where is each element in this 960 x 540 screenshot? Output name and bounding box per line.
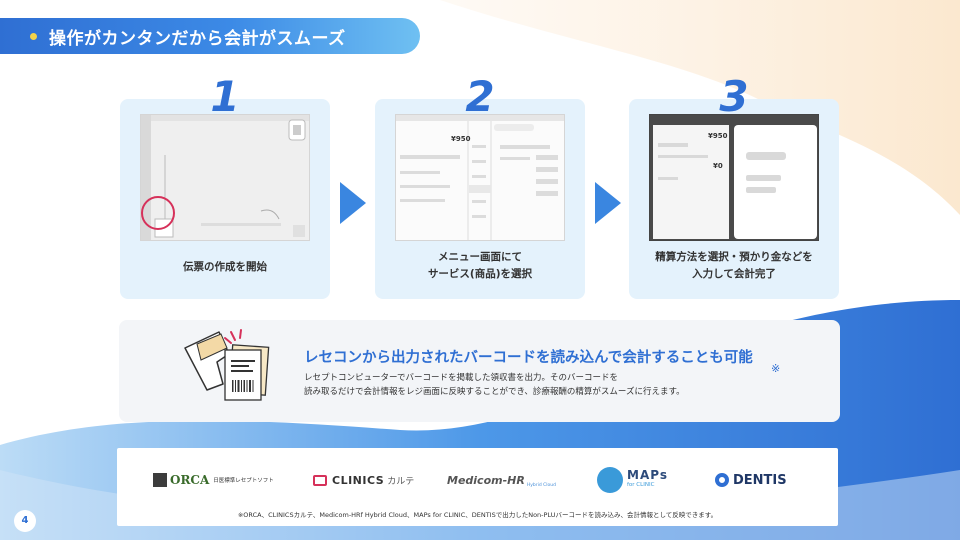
- step-2-number: 2: [465, 72, 495, 121]
- step-2-line-2: サービス(商品)を選択: [427, 268, 533, 280]
- page-number: 4: [14, 510, 36, 532]
- step-3-amount-mid: ¥0: [713, 162, 723, 170]
- arrow-right-icon-2: [595, 182, 621, 224]
- clinics-logo: CLINICS カルテ: [313, 468, 414, 492]
- step-2-line-1: メニュー画面にて: [438, 251, 522, 263]
- partner-footnote: ※ORCA、CLINICSカルテ、Medicom-HRf Hybrid Clou…: [237, 511, 718, 519]
- step-card-3: ¥950 ¥0 精算方法を選択・預かり金などを 入力して会計完了: [629, 99, 839, 299]
- step-3-line-2: 入力して会計完了: [692, 268, 776, 280]
- clinics-mark-icon: [313, 474, 327, 486]
- step-1-line-1: 伝票の作成を開始: [183, 261, 267, 273]
- feature-desc-line-2: 読み取るだけで会計情報をレジ画面に反映することができ、診療報酬の精算がスムーズに…: [304, 387, 685, 397]
- step-3-line-1: 精算方法を選択・預かり金などを: [655, 251, 813, 263]
- step-card-1: 伝票の作成を開始: [120, 99, 330, 299]
- step-card-2: ¥950 メニュー画面にて サービス(商品)を選択: [375, 99, 585, 299]
- orca-logo: ORCA 日医標準レセプトソフト: [153, 468, 274, 492]
- feature-note-mark: ※: [771, 362, 781, 375]
- step-2-amount: ¥950: [451, 135, 471, 143]
- maps-logo: MAPs for CLINIC: [597, 467, 668, 493]
- orca-mark-icon: [153, 473, 167, 487]
- dentis-logo: DENTIS: [715, 468, 787, 492]
- partner-logo-panel: ORCA 日医標準レセプトソフト CLINICS カルテ Medicom-HR …: [117, 448, 838, 526]
- step-3-amount-top: ¥950: [708, 132, 728, 140]
- maps-mark-icon: [597, 467, 623, 493]
- barcode-scanner-icon: [184, 329, 270, 401]
- dentis-mark-icon: [715, 473, 729, 487]
- arrow-right-icon: [340, 182, 366, 224]
- section-title: 操作がカンタンだから会計がスムーズ: [49, 28, 346, 49]
- barcode-feature-panel: レセコンから出力されたバーコードを読み込んで会計することも可能 ※ レセプトコン…: [119, 320, 840, 422]
- step-1-screenshot: [140, 114, 310, 241]
- section-header: 操作がカンタンだから会計がスムーズ: [0, 18, 420, 54]
- feature-desc-line-1: レセプトコンピューターでバーコードを掲載した領収書を出力。そのバーコードを: [304, 373, 618, 383]
- header-bullet-icon: [30, 32, 37, 40]
- step-3-number: 3: [719, 72, 749, 121]
- step-3-screenshot: ¥950 ¥0: [649, 114, 819, 241]
- step-2-screenshot: ¥950: [395, 114, 565, 241]
- medicom-logo: Medicom-HR Hybrid Cloud: [447, 473, 556, 488]
- step-1-number: 1: [210, 72, 240, 121]
- feature-title: レセコンから出力されたバーコードを読み込んで会計することも可能: [304, 350, 753, 366]
